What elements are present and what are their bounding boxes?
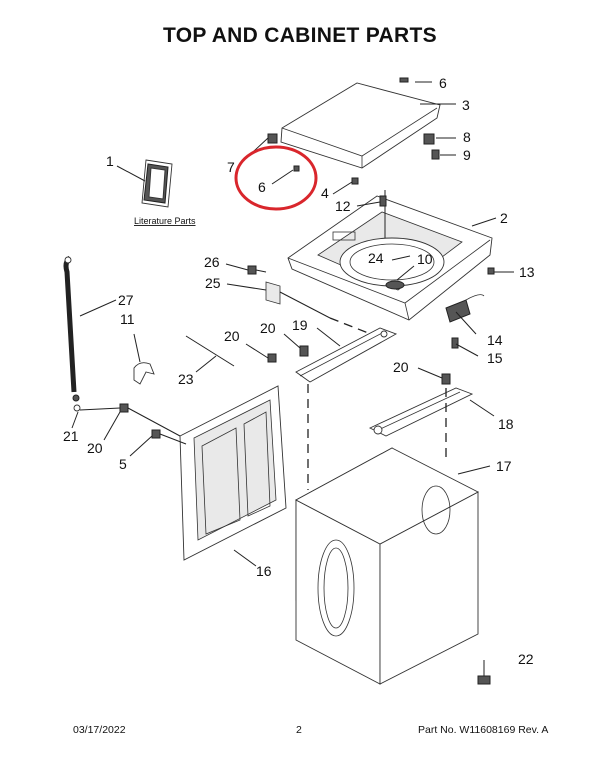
callout-24: 24 (368, 250, 384, 266)
part-screw-26 (247, 265, 267, 275)
callout-8: 8 (463, 129, 471, 145)
part-fasteners-top (267, 77, 440, 207)
callout-3: 3 (462, 97, 470, 113)
callout-7: 7 (227, 159, 235, 175)
callout-14: 14 (487, 332, 503, 348)
callout-15: 15 (487, 350, 503, 366)
callout-10: 10 (417, 251, 433, 267)
callout-20-d: 20 (87, 440, 103, 456)
part-top-panel (287, 190, 493, 321)
callout-26: 26 (204, 254, 220, 270)
part-fasteners-lower (79, 345, 451, 445)
literature-parts-label: Literature Parts (134, 216, 196, 226)
callout-16: 16 (256, 563, 272, 579)
callout-13: 13 (519, 264, 535, 280)
callout-4: 4 (321, 185, 329, 201)
part-cabinet (295, 447, 479, 685)
part-foot (477, 660, 491, 685)
callout-numbers: 1 2 3 4 5 6 6 7 8 9 10 11 12 13 14 15 16… (63, 75, 535, 667)
part-bracket (133, 362, 155, 385)
callout-20-c: 20 (393, 359, 409, 375)
callout-21: 21 (63, 428, 79, 444)
callout-11: 11 (120, 311, 135, 327)
footer-page-number: 2 (296, 724, 302, 736)
page-title: TOP AND CABINET PARTS (163, 24, 437, 47)
part-literature (141, 159, 173, 208)
callout-27: 27 (118, 292, 134, 308)
callout-5: 5 (119, 456, 127, 472)
callout-20-b: 20 (260, 320, 276, 336)
callout-9: 9 (463, 147, 471, 163)
part-hose (63, 255, 81, 412)
footer-part-number: Part No. W11608169 Rev. A (418, 724, 549, 736)
part-rear-brace (368, 387, 474, 460)
callout-6-top: 6 (439, 75, 447, 91)
part-wire (185, 335, 235, 367)
part-lid (280, 82, 441, 169)
callout-17: 17 (496, 458, 512, 474)
callout-25: 25 (205, 275, 221, 291)
callout-19: 19 (292, 317, 308, 333)
part-front-brace (295, 327, 398, 490)
part-switch (445, 267, 495, 349)
callout-18: 18 (498, 416, 514, 432)
callout-1: 1 (106, 153, 114, 169)
callout-6-circled: 6 (258, 179, 266, 195)
callout-2: 2 (500, 210, 508, 226)
highlight-circle (234, 145, 318, 211)
part-clip (265, 281, 377, 337)
callout-12: 12 (335, 198, 351, 214)
footer-date: 03/17/2022 (73, 724, 126, 736)
callout-23: 23 (178, 371, 194, 387)
callout-22: 22 (518, 651, 534, 667)
callout-20-a: 20 (224, 328, 240, 344)
part-rear-panel (179, 385, 287, 561)
